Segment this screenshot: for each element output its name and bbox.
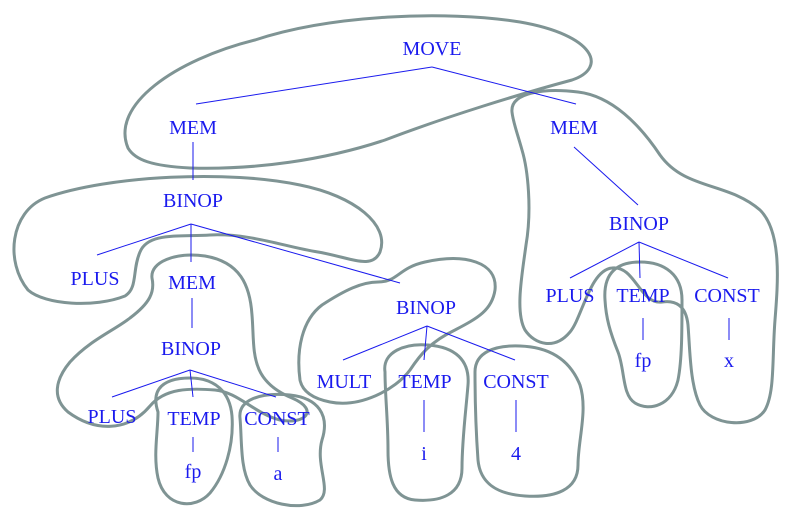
node-const-middle: CONST — [483, 371, 549, 393]
node-const-left: CONST — [244, 408, 310, 430]
edge-binop-plus-lower — [111, 369, 191, 398]
edge-binop-mult — [342, 325, 428, 361]
edge-binop-temp-mid — [423, 325, 428, 361]
node-temp-middle: TEMP — [398, 371, 451, 393]
edge-binop-temp-lower — [189, 369, 194, 398]
tree-nodes: MOVE MEM MEM BINOP PLUS MEM BINOP BINOP … — [71, 38, 760, 485]
edge-move-mem-right — [431, 66, 577, 105]
node-mem-inner: MEM — [168, 272, 216, 294]
tile-const-a — [238, 392, 326, 508]
tile-temp-i — [383, 343, 470, 502]
edge-mem-binop-right — [573, 146, 639, 206]
node-binop-lower-left: BINOP — [161, 338, 221, 360]
edge-binop-const-mid — [426, 325, 516, 361]
edge-move-mem-left — [195, 66, 433, 105]
edge-binop-const-lower — [189, 369, 277, 398]
node-x: x — [724, 350, 734, 372]
node-temp-left: TEMP — [167, 408, 220, 430]
node-plus-right: PLUS — [546, 285, 595, 307]
node-4: 4 — [511, 443, 521, 465]
tile-temp-fp-left — [154, 376, 234, 506]
edge-binop-plus — [96, 223, 192, 256]
node-binop-middle: BINOP — [396, 297, 456, 319]
node-a: a — [274, 463, 283, 485]
node-binop-right: BINOP — [609, 213, 669, 235]
tile-move-mem — [123, 14, 593, 170]
edge-binop-binop — [190, 223, 401, 284]
edge-binop-plus-right — [569, 241, 640, 279]
tile-mid-binop — [297, 257, 497, 405]
node-plus-upper: PLUS — [71, 268, 120, 290]
node-temp-right: TEMP — [616, 285, 669, 307]
node-fp-right: fp — [635, 350, 652, 372]
edge-binop-const-right — [638, 241, 729, 279]
tile-right-mem-binop — [510, 89, 779, 425]
tile-left-binop — [12, 175, 384, 305]
node-mem-left: MEM — [169, 117, 217, 139]
node-binop-top: BINOP — [163, 190, 223, 212]
node-mem-right: MEM — [550, 117, 598, 139]
node-move: MOVE — [403, 38, 462, 60]
tile-outlines — [12, 14, 779, 508]
node-plus-lower-left: PLUS — [88, 406, 137, 428]
node-i: i — [421, 443, 427, 465]
node-const-right: CONST — [694, 285, 760, 307]
node-fp-left: fp — [185, 461, 202, 483]
node-mult: MULT — [317, 371, 372, 393]
tree-edges — [96, 66, 730, 452]
edge-binop-temp-right — [638, 241, 641, 279]
tile-const-4 — [473, 344, 585, 498]
tile-mem-binop — [55, 253, 309, 428]
